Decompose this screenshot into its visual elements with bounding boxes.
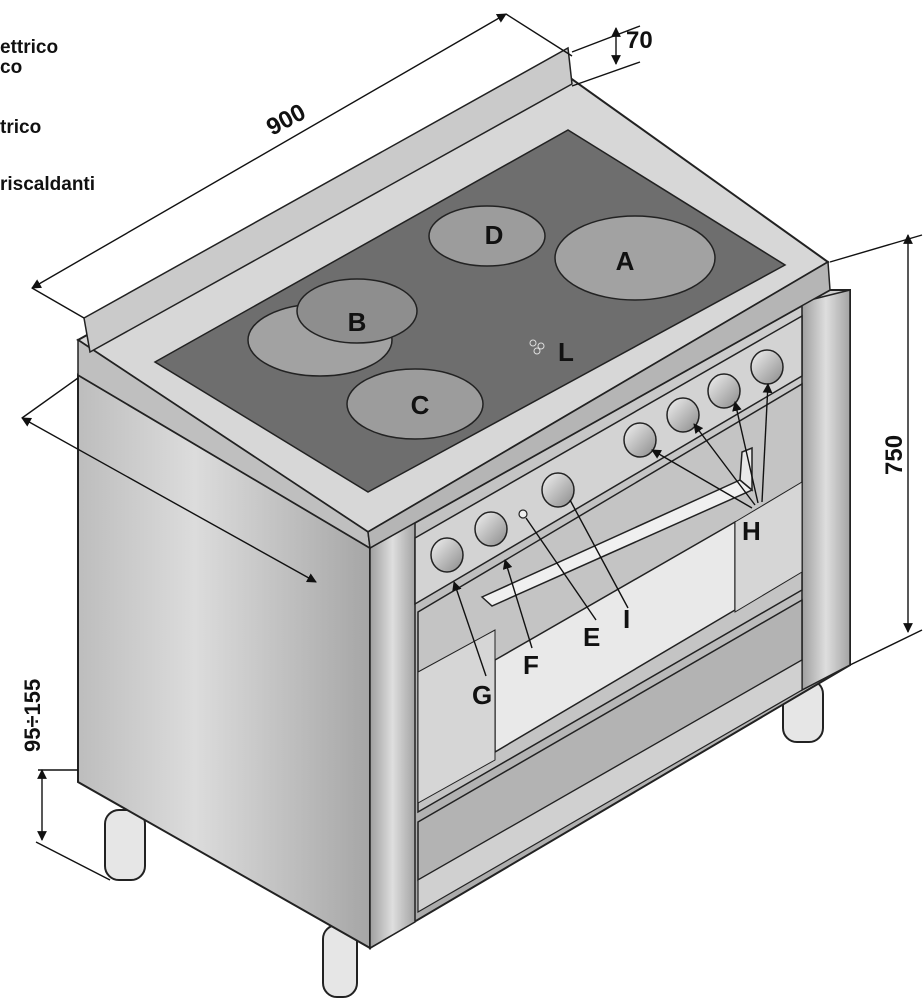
indicator-light-1 xyxy=(529,339,537,347)
knob-f[interactable] xyxy=(474,511,508,547)
leg-back-left xyxy=(104,809,146,881)
dim-width-label: 900 xyxy=(262,99,310,142)
control-panel xyxy=(414,314,803,606)
zone-d-label: D xyxy=(485,220,504,250)
oven-door-right-panel xyxy=(734,481,803,613)
zone-a-label: A xyxy=(616,246,635,276)
knob-g[interactable] xyxy=(430,537,464,573)
knob-i[interactable] xyxy=(541,472,575,508)
dim-height-label: 750 xyxy=(881,435,908,475)
worktop-front-edge xyxy=(367,260,831,550)
control-knobs[interactable] xyxy=(430,349,784,573)
front-right-pillar xyxy=(801,289,851,692)
leader-h-2 xyxy=(693,423,756,506)
leader-f xyxy=(502,559,533,649)
indicator-light-3 xyxy=(533,347,541,355)
dim-backsplash-label: 70 xyxy=(626,27,653,54)
dim-depth-ext-left xyxy=(21,377,79,419)
leader-h-3 xyxy=(732,401,759,504)
dim-feet-label: 95÷155 xyxy=(20,679,45,752)
indicator-light-2 xyxy=(537,342,545,350)
dim-width-line xyxy=(31,13,507,289)
zone-c xyxy=(346,368,484,440)
dim-height-ext-top xyxy=(829,234,923,263)
dim-depth-line xyxy=(21,417,317,583)
legend-line-2: co xyxy=(0,57,23,78)
knob-h1[interactable] xyxy=(623,422,657,458)
callout-i-label: I xyxy=(623,604,630,634)
dim-height-ext-bottom xyxy=(849,629,923,666)
callout-h-label: H xyxy=(742,516,761,546)
leader-i xyxy=(569,499,629,609)
dim-width-extension-left xyxy=(31,287,85,319)
zone-b-label: B xyxy=(348,307,367,337)
dim-width-extension-right xyxy=(505,13,573,57)
callout-f-label: F xyxy=(523,650,539,680)
leader-h-1 xyxy=(651,449,753,509)
knob-h3[interactable] xyxy=(707,373,741,409)
zone-c-label: C xyxy=(411,390,430,420)
oven-door-left-panel xyxy=(417,629,496,804)
leader-h-4 xyxy=(761,383,773,503)
dim-feet-ext-bottom xyxy=(35,841,111,881)
dim-backsplash-ext-bottom xyxy=(571,61,641,87)
front-left-pillar xyxy=(369,520,416,950)
kickplate xyxy=(417,658,803,914)
knob-h2[interactable] xyxy=(666,397,700,433)
leader-g xyxy=(452,581,487,677)
legend-line-3: trico xyxy=(0,117,42,138)
knob-h4[interactable] xyxy=(750,349,784,385)
leader-lines xyxy=(452,383,773,677)
dimension-lines xyxy=(21,13,923,881)
callout-g-label: G xyxy=(472,680,492,710)
callout-e-label: E xyxy=(583,622,600,652)
callout-l-label: L xyxy=(558,337,574,367)
zone-a xyxy=(554,215,716,301)
leader-e xyxy=(525,517,597,621)
dim-backsplash-ext-top xyxy=(571,25,641,53)
oven-indicator-light-e xyxy=(518,509,528,519)
oven-handle-bracket xyxy=(739,446,753,492)
